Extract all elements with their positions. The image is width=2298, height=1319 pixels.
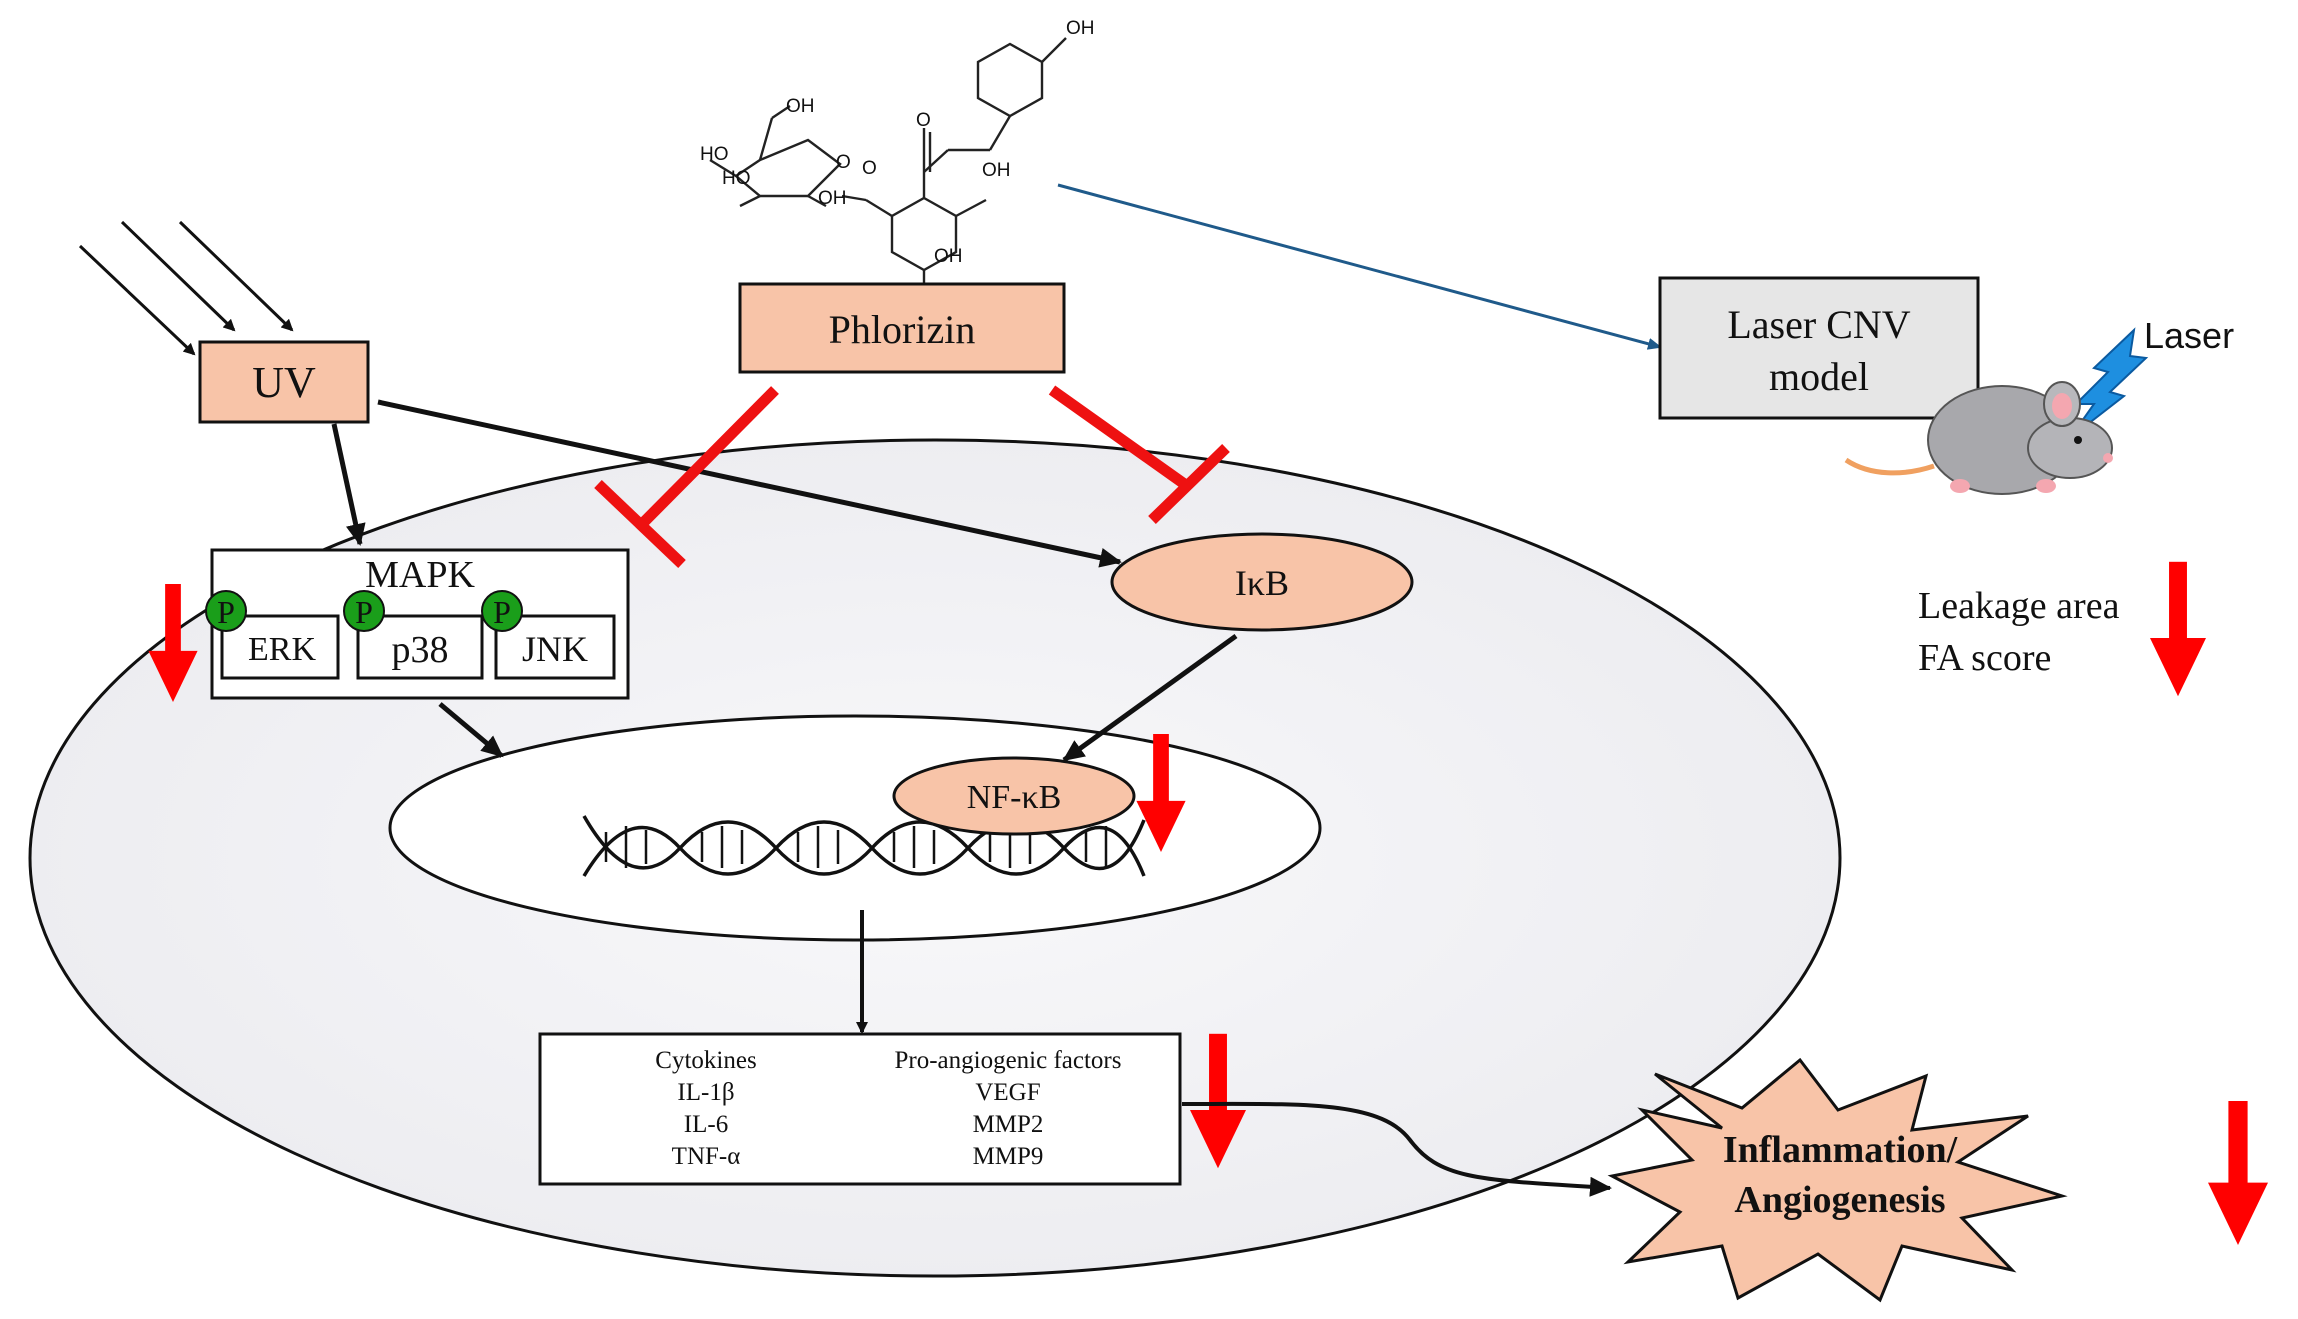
nucleus	[388, 714, 1322, 942]
angio-item: VEGF	[975, 1079, 1040, 1106]
svg-text:O: O	[862, 158, 877, 179]
mouse-icon	[1844, 381, 2113, 495]
laser-cnv-model-box: Laser CNV model	[1658, 276, 1980, 420]
svg-text:OH: OH	[786, 96, 815, 117]
phospho-p38-icon: P	[343, 590, 385, 632]
readout-line2: FA score	[1918, 637, 2051, 679]
arrow-factors-outcome	[1181, 1101, 1612, 1197]
uv-node: UV	[198, 340, 370, 424]
p38-label: p38	[392, 629, 449, 671]
arrow-mapk-nucleus	[438, 702, 504, 758]
erk-box	[220, 614, 340, 680]
factors-box: Cytokines IL-1β IL-6 TNF-α Pro-angiogeni…	[538, 1032, 1182, 1186]
molecule-atom-labels: OH OH HO HO OH O O OH O OH	[700, 18, 1095, 267]
phlorizin-node: Phlorizin	[738, 282, 1066, 374]
ikb-node: IκB	[1110, 532, 1414, 632]
outcome-burst: Inflammation/ Angiogenesis	[1607, 1057, 2068, 1303]
mapk-node: MAPK ERK p38 JNK P P P	[205, 548, 630, 700]
svg-text:OH: OH	[1066, 18, 1095, 39]
ikb-label: IκB	[1235, 563, 1289, 603]
svg-text:HO: HO	[700, 144, 729, 165]
cytokines-header: Cytokines	[655, 1047, 756, 1074]
svg-text:HO: HO	[722, 168, 751, 189]
svg-text:P: P	[355, 594, 373, 630]
cytokine-item: IL-1β	[677, 1079, 734, 1106]
arrow-uv-mapk	[331, 423, 366, 546]
dna-helix-icon	[582, 815, 1146, 877]
cytokine-item: IL-6	[684, 1111, 728, 1138]
nfkb-node: NF-κB	[892, 756, 1136, 836]
model-line1: Laser CNV	[1727, 302, 1910, 347]
svg-text:P: P	[493, 594, 511, 630]
svg-text:P: P	[217, 594, 235, 630]
jnk-label: JNK	[522, 629, 588, 669]
angio-item: MMP2	[973, 1111, 1044, 1138]
readout-line1: Leakage area	[1918, 585, 2120, 627]
arrow-uv-ikb	[377, 399, 1122, 568]
svg-text:OH: OH	[934, 246, 963, 267]
outcome-line1: Inflammation/	[1723, 1129, 1958, 1171]
laser-label: Laser	[2144, 315, 2234, 356]
inhibition-bar-icon	[1048, 385, 1230, 524]
svg-text:O: O	[916, 110, 931, 131]
svg-text:O: O	[836, 152, 851, 173]
p38-box	[356, 614, 484, 680]
angio-item: MMP9	[973, 1143, 1044, 1170]
outcome-line2: Angiogenesis	[1734, 1179, 1945, 1221]
phlorizin-structure-icon	[709, 37, 1067, 294]
uv-label: UV	[252, 358, 316, 407]
nfkb-label: NF-κB	[967, 779, 1062, 816]
svg-text:OH: OH	[982, 160, 1011, 181]
cytokine-item: TNF-α	[672, 1143, 741, 1170]
model-line2: model	[1769, 354, 1869, 399]
phospho-erk-icon: P	[205, 590, 247, 632]
arrow-ikb-nfkb	[1062, 633, 1238, 763]
phlorizin-label: Phlorizin	[829, 307, 976, 352]
inhibition-bar-icon	[594, 386, 779, 568]
mapk-label: MAPK	[365, 554, 475, 596]
uv-rays-icon	[78, 220, 294, 356]
arrow-phlorizin-model	[1057, 183, 1662, 350]
erk-label: ERK	[248, 631, 316, 668]
svg-text:OH: OH	[818, 188, 847, 209]
phospho-jnk-icon: P	[481, 590, 523, 632]
angio-header: Pro-angiogenic factors	[894, 1047, 1121, 1074]
down-arrow-icon	[2208, 1101, 2268, 1245]
down-arrow-icon	[2150, 561, 2206, 697]
